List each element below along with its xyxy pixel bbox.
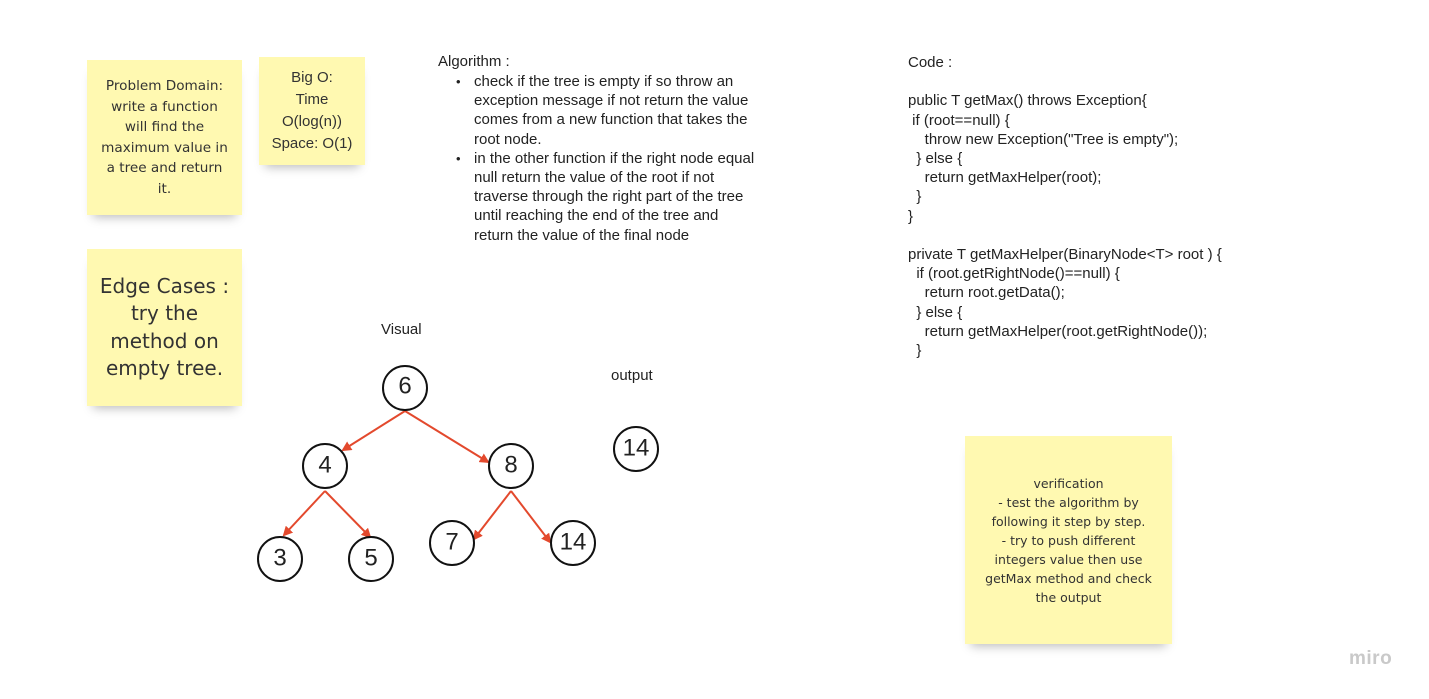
problem-domain-text: Problem Domain: write a function will fi…	[101, 78, 228, 197]
edge-4-5	[324, 490, 372, 539]
verification-note[interactable]: verification - test the algorithm by fol…	[965, 436, 1172, 644]
edge-8-7	[472, 490, 512, 541]
tree-node: 6	[382, 365, 428, 411]
tree-node: 8	[488, 443, 534, 489]
tree-node: 7	[429, 520, 475, 566]
miro-logo: miro	[1349, 648, 1393, 669]
svg-text:7: 7	[445, 529, 458, 556]
tree-node: 3	[257, 536, 303, 582]
algorithm-steps: check if the tree is empty if so throw a…	[456, 72, 756, 245]
svg-text:5: 5	[364, 545, 377, 572]
algorithm-title: Algorithm :	[438, 53, 510, 70]
svg-text:4: 4	[318, 452, 331, 479]
algorithm-step: in the other function if the right node …	[456, 149, 756, 245]
output-node: 14	[613, 426, 659, 472]
tree-node: 5	[348, 536, 394, 582]
edge-8-14	[510, 490, 552, 544]
edge-cases-note[interactable]: Edge Cases : try the method on empty tre…	[87, 249, 242, 406]
edge-4-3	[282, 490, 326, 537]
verification-text: verification - test the algorithm by fol…	[985, 475, 1152, 605]
tree-node: 4	[302, 443, 348, 489]
algorithm-step: check if the tree is empty if so throw a…	[456, 72, 756, 149]
edge-cases-text: Edge Cases : try the method on empty tre…	[99, 273, 230, 381]
visual-label: Visual	[381, 321, 422, 338]
code-body: public T getMax() throws Exception{ if (…	[908, 92, 1222, 360]
tree-node: 14	[550, 520, 596, 566]
big-o-note[interactable]: Big O: Time O(log(n)) Space: O(1)	[259, 57, 365, 165]
code-title: Code :	[908, 54, 953, 71]
svg-text:14: 14	[623, 435, 650, 462]
problem-domain-note[interactable]: Problem Domain: write a function will fi…	[87, 60, 242, 215]
svg-text:14: 14	[560, 529, 587, 556]
edge-6-4	[341, 410, 406, 452]
svg-text:3: 3	[273, 545, 286, 572]
edge-6-8	[404, 410, 490, 464]
output-label: output	[611, 367, 653, 384]
code-text: Code : public T getMax() throws Exceptio…	[908, 53, 1222, 360]
svg-text:6: 6	[398, 373, 411, 400]
big-o-text: Big O: Time O(log(n)) Space: O(1)	[271, 69, 353, 152]
svg-text:8: 8	[504, 452, 517, 479]
